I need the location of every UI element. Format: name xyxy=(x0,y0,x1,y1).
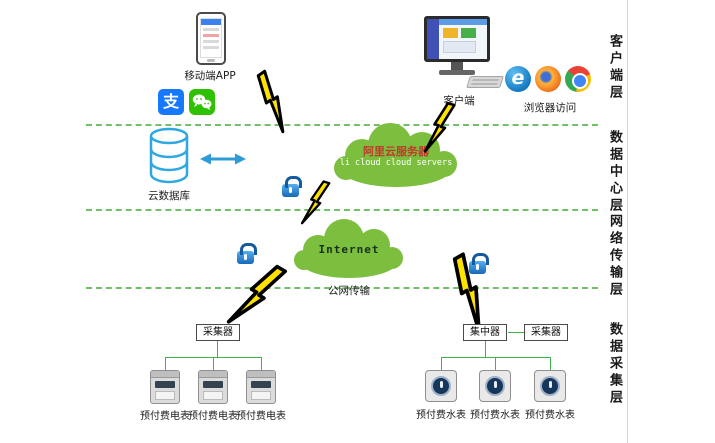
smartphone-icon xyxy=(196,12,226,65)
connector-line xyxy=(441,357,551,358)
monitor-icon xyxy=(424,16,490,62)
electric-meter-icon xyxy=(150,370,180,404)
electric-meter-label: 预付费电表 xyxy=(236,411,286,422)
layer-separator-3 xyxy=(86,287,598,289)
client-computer-icon xyxy=(424,14,508,92)
lock-icon xyxy=(237,243,257,264)
mobile-app-label: 移动端APP xyxy=(184,70,236,82)
lightning-bolt xyxy=(436,252,504,334)
ali-cloud-subtitle: li cloud cloud servers xyxy=(339,158,453,168)
layer-label-network: 网络传输层 xyxy=(607,214,622,299)
lightning-bolt xyxy=(418,99,460,157)
public-transmission-label: 公网传输 xyxy=(328,285,370,297)
water-meter-icon xyxy=(425,370,457,402)
ie-browser-icon: e xyxy=(505,66,531,92)
electric-meter-icon xyxy=(198,370,228,404)
layer-label-client: 客户端层 xyxy=(607,34,622,102)
wechat-icon xyxy=(189,89,215,115)
chrome-browser-icon xyxy=(565,66,591,92)
water-meter-label: 预付费水表 xyxy=(416,410,466,421)
ali-cloud-title: 阿里云服务器 xyxy=(363,145,429,158)
water-meter-icon xyxy=(534,370,566,402)
connector-line xyxy=(495,357,496,371)
right-border-line xyxy=(627,0,628,443)
connector-line xyxy=(508,332,524,333)
internet-label: Internet xyxy=(318,243,380,256)
cloud-database-icon xyxy=(146,126,192,184)
cloud-db-label: 云数据库 xyxy=(148,190,190,202)
electric-meter-icon xyxy=(246,370,276,404)
collector-box-right: 采集器 xyxy=(524,324,568,341)
connector-line xyxy=(213,357,214,371)
keyboard-icon xyxy=(466,76,504,88)
connector-line xyxy=(165,357,166,371)
monitor-stand xyxy=(451,62,463,70)
layer-separator-1 xyxy=(86,124,598,126)
lightning-bolt xyxy=(296,177,334,228)
lightning-bolt xyxy=(222,256,289,336)
electric-meter-label: 预付费电表 xyxy=(188,411,238,422)
connector-line xyxy=(261,357,262,371)
electric-meter-label: 预付费电表 xyxy=(140,411,190,422)
concentrator-box: 集中器 xyxy=(463,324,507,341)
water-meter-label: 预付费水表 xyxy=(470,410,520,421)
connector-line xyxy=(485,341,486,357)
layer-separator-2 xyxy=(86,209,598,211)
collector-box-left: 采集器 xyxy=(196,324,240,341)
water-meter-icon xyxy=(479,370,511,402)
browser-access-label: 浏览器访问 xyxy=(523,102,577,114)
phone-home-button xyxy=(207,59,215,62)
connector-line xyxy=(441,357,442,371)
water-meter-label: 预付费水表 xyxy=(525,410,575,421)
lock-icon xyxy=(282,176,302,197)
layer-label-collection: 数据采集层 xyxy=(607,322,622,407)
monitor-base xyxy=(439,70,475,75)
double-arrow-icon xyxy=(200,150,246,168)
alipay-icon: 支 xyxy=(158,89,184,115)
firefox-browser-icon xyxy=(535,66,561,92)
connector-line xyxy=(217,341,218,357)
lightning-bolt xyxy=(242,68,304,137)
lock-icon xyxy=(469,253,489,274)
connector-line xyxy=(550,357,551,371)
layer-label-data-center: 数据中心层 xyxy=(607,130,622,215)
internet-cloud: Internet xyxy=(286,212,412,282)
phone-screen xyxy=(200,18,222,58)
